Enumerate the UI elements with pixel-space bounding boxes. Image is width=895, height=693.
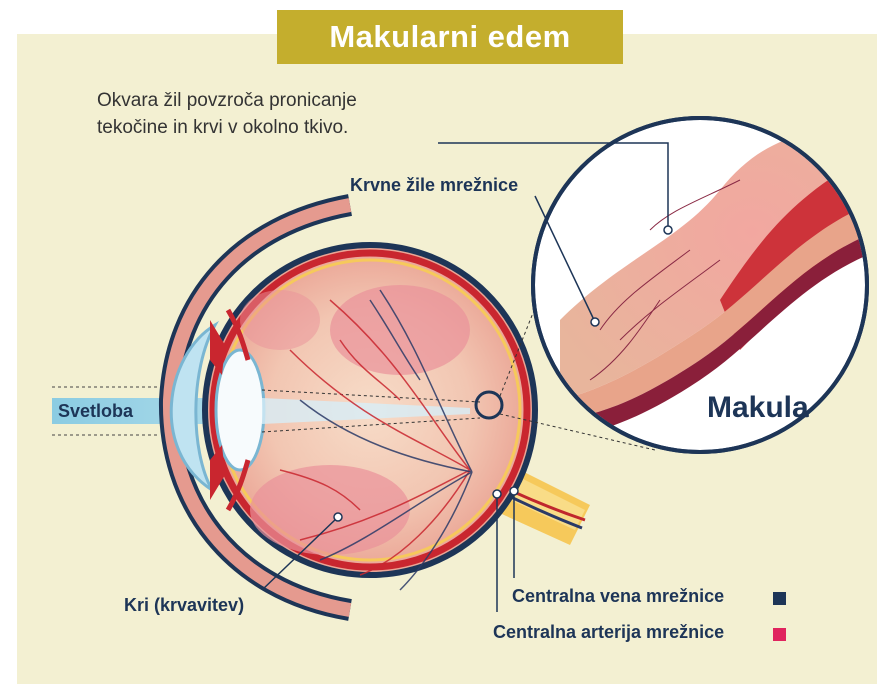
label-retinal-vessels: Krvne žile mrežnice (350, 175, 518, 196)
vein-color-marker (773, 592, 786, 605)
lens (216, 350, 264, 470)
diagram-title: Makularni edem (277, 10, 623, 64)
label-central-vein: Centralna vena mrežnice (512, 586, 724, 607)
artery-color-marker (773, 628, 786, 641)
description-line-1: Okvara žil povzroča pronicanje (97, 90, 357, 112)
label-blood: Kri (krvavitev) (124, 595, 244, 616)
label-central-artery: Centralna arterija mrežnice (493, 622, 724, 643)
label-light: Svetloba (58, 401, 133, 422)
label-macula: Makula (707, 391, 809, 425)
description-line-2: tekočine in krvi v okolno tkivo. (97, 117, 348, 139)
